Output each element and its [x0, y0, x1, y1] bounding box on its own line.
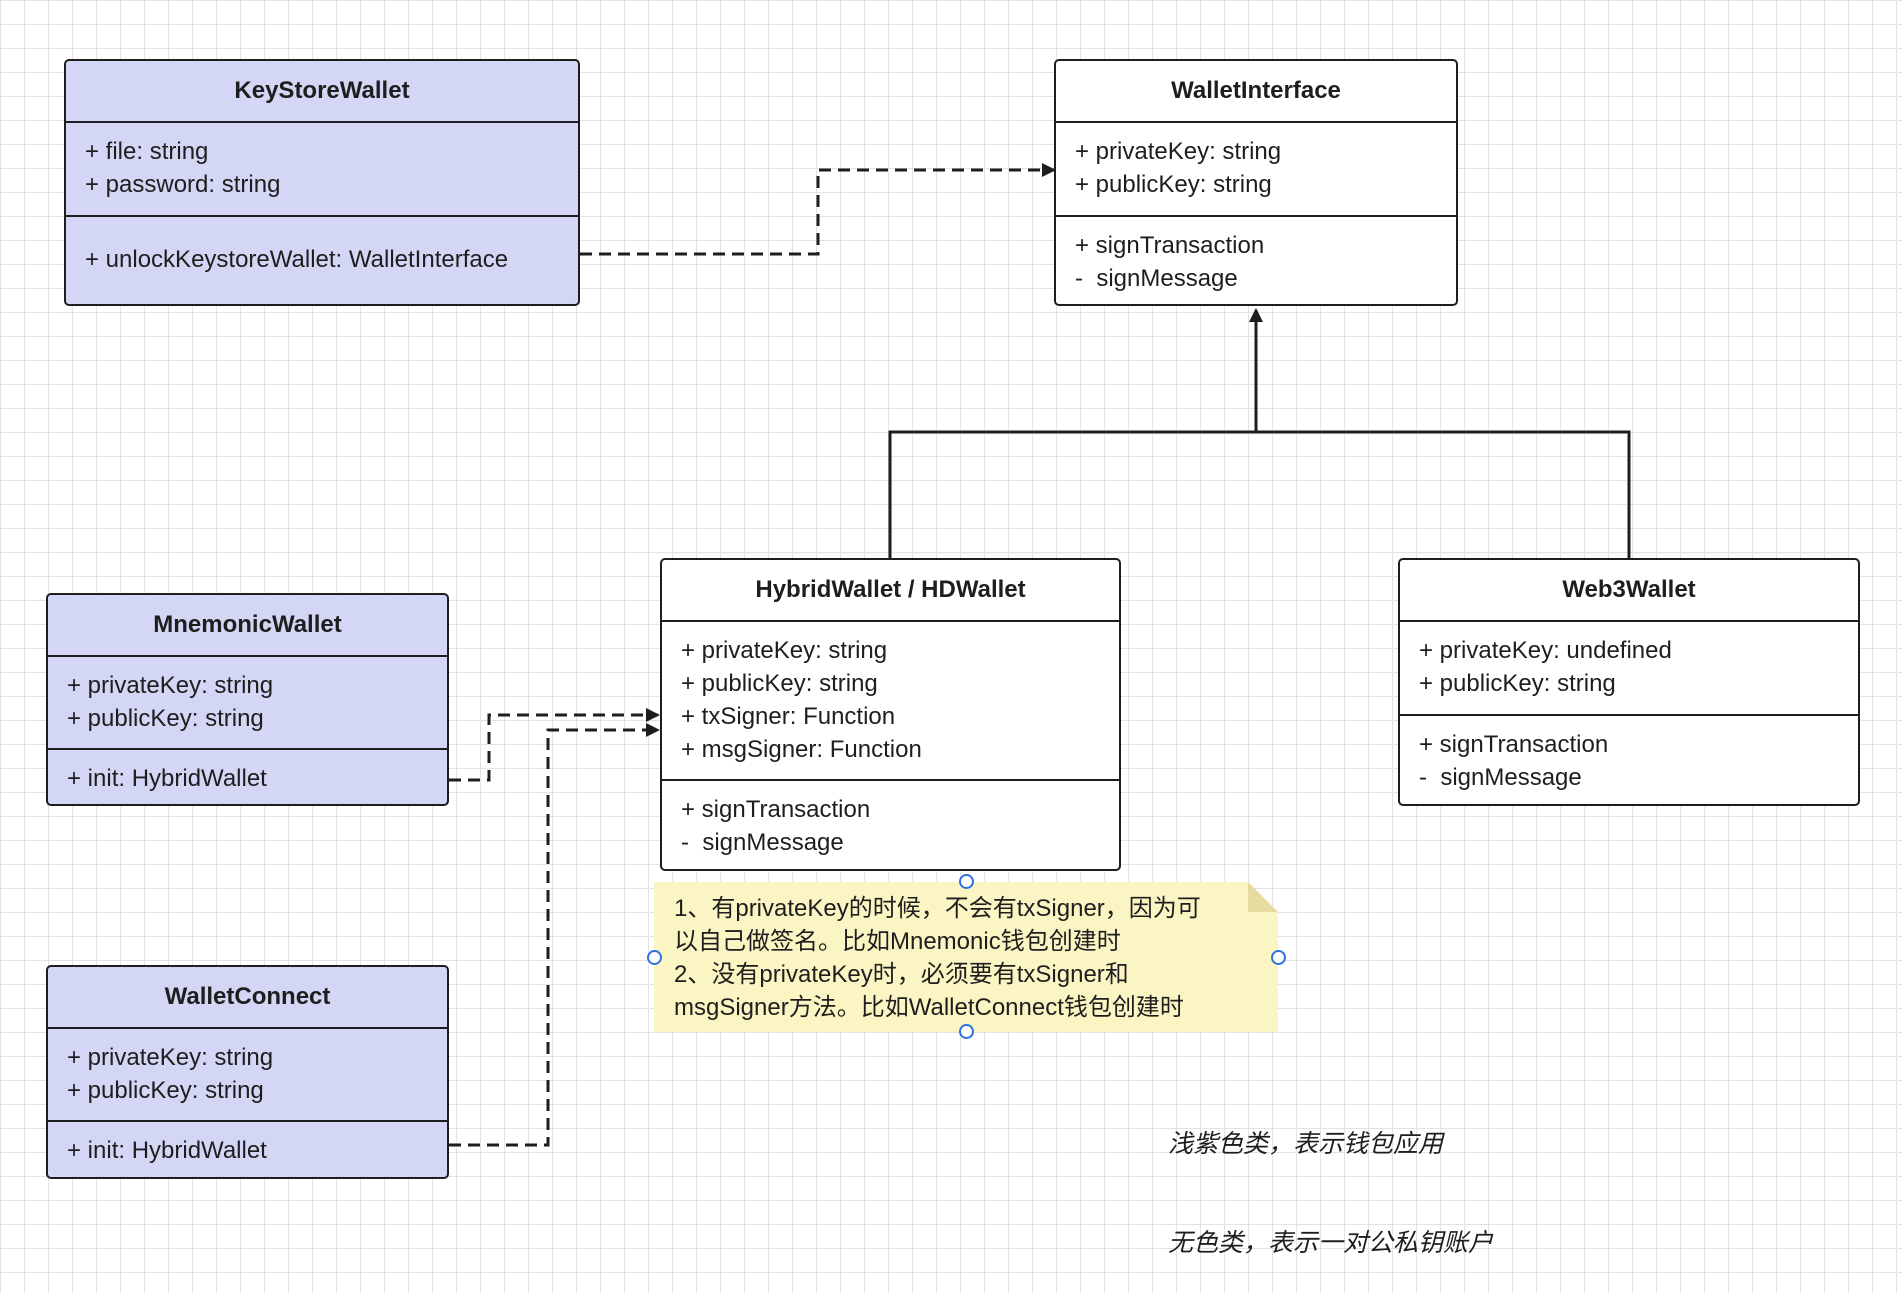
field: + privateKey: string	[67, 672, 274, 699]
method: - signMessage	[1075, 265, 1238, 292]
field: + publicKey: string	[681, 670, 878, 697]
method: + unlockKeystoreWallet: WalletInterface	[85, 246, 509, 273]
method: + init: HybridWallet	[67, 765, 267, 792]
class-hybridwallet[interactable]: HybridWallet / HDWallet + privateKey: st…	[660, 558, 1121, 871]
keystore-to-interface-dependency[interactable]	[580, 163, 1056, 256]
field: + file: string	[85, 138, 209, 165]
class-title: MnemonicWallet	[48, 595, 447, 657]
class-methods: + signTransaction - signMessage	[1400, 716, 1858, 794]
resize-handle-top[interactable]	[959, 874, 974, 889]
method: + init: HybridWallet	[67, 1137, 267, 1164]
field: + txSigner: Function	[681, 703, 896, 730]
field: + privateKey: string	[67, 1044, 274, 1071]
class-web3wallet[interactable]: Web3Wallet + privateKey: undefined + pub…	[1398, 558, 1860, 806]
inheritance-branch[interactable]	[888, 430, 1631, 558]
class-methods: + unlockKeystoreWallet: WalletInterface	[66, 217, 578, 276]
class-methods: + init: HybridWallet	[48, 750, 447, 795]
legend-line: 无色类，表示一对公私钥账户	[1168, 1229, 1494, 1257]
class-fields: + privateKey: string + publicKey: string	[48, 1029, 447, 1122]
class-title: WalletConnect	[48, 967, 447, 1029]
method: - signMessage	[1419, 764, 1582, 791]
class-walletinterface[interactable]: WalletInterface + privateKey: string + p…	[1054, 59, 1458, 306]
field: + publicKey: string	[67, 1077, 264, 1104]
field: + publicKey: string	[67, 705, 264, 732]
field: + msgSigner: Function	[681, 736, 922, 763]
legend-line: 浅紫色类，表示钱包应用	[1168, 1130, 1444, 1158]
class-fields: + privateKey: string + publicKey: string	[48, 657, 447, 750]
class-fields: + privateKey: string + publicKey: string…	[662, 622, 1119, 781]
class-title: Web3Wallet	[1400, 560, 1858, 622]
note-line: 1、有privateKey的时候，不会有txSigner，因为可	[674, 895, 1201, 922]
class-keystorewallet[interactable]: KeyStoreWallet + file: string + password…	[64, 59, 580, 306]
field: + publicKey: string	[1075, 171, 1272, 198]
class-methods: + signTransaction - signMessage	[1056, 217, 1456, 295]
note-line: 以自己做签名。比如Mnemonic钱包创建时	[674, 928, 1121, 955]
resize-handle-left[interactable]	[647, 950, 662, 965]
field: + privateKey: string	[1075, 138, 1282, 165]
class-fields: + privateKey: undefined + publicKey: str…	[1400, 622, 1858, 716]
method: + signTransaction	[681, 796, 871, 823]
resize-handle-right[interactable]	[1271, 950, 1286, 965]
method: + signTransaction	[1419, 731, 1609, 758]
class-title: WalletInterface	[1056, 61, 1456, 123]
mnemonic-to-hybrid-dependency[interactable]	[449, 708, 660, 782]
class-fields: + file: string + password: string	[66, 123, 578, 217]
sticky-note[interactable]: 1、有privateKey的时候，不会有txSigner，因为可 以自己做签名。…	[654, 882, 1278, 1032]
note-line: msgSigner方法。比如WalletConnect钱包创建时	[674, 994, 1184, 1021]
resize-handle-bottom[interactable]	[959, 1024, 974, 1039]
connector-layer	[449, 163, 1631, 1147]
field: + publicKey: string	[1419, 670, 1616, 697]
method: + signTransaction	[1075, 232, 1265, 259]
legend-text: 浅紫色类，表示钱包应用 无色类，表示一对公私钥账户	[1168, 1062, 1493, 1293]
walletconnect-to-hybrid-dependency[interactable]	[449, 723, 660, 1147]
class-methods: + init: HybridWallet	[48, 1122, 447, 1167]
method: - signMessage	[681, 829, 844, 856]
class-methods: + signTransaction - signMessage	[662, 781, 1119, 859]
class-mnemonicwallet[interactable]: MnemonicWallet + privateKey: string + pu…	[46, 593, 449, 806]
class-walletconnect[interactable]: WalletConnect + privateKey: string + pub…	[46, 965, 449, 1179]
field: + privateKey: string	[681, 637, 888, 664]
class-fields: + privateKey: string + publicKey: string	[1056, 123, 1456, 217]
class-title: KeyStoreWallet	[66, 61, 578, 123]
field: + password: string	[85, 171, 281, 198]
class-title: HybridWallet / HDWallet	[662, 560, 1119, 622]
field: + privateKey: undefined	[1419, 637, 1672, 664]
note-line: 2、没有privateKey时，必须要有txSigner和	[674, 961, 1129, 988]
